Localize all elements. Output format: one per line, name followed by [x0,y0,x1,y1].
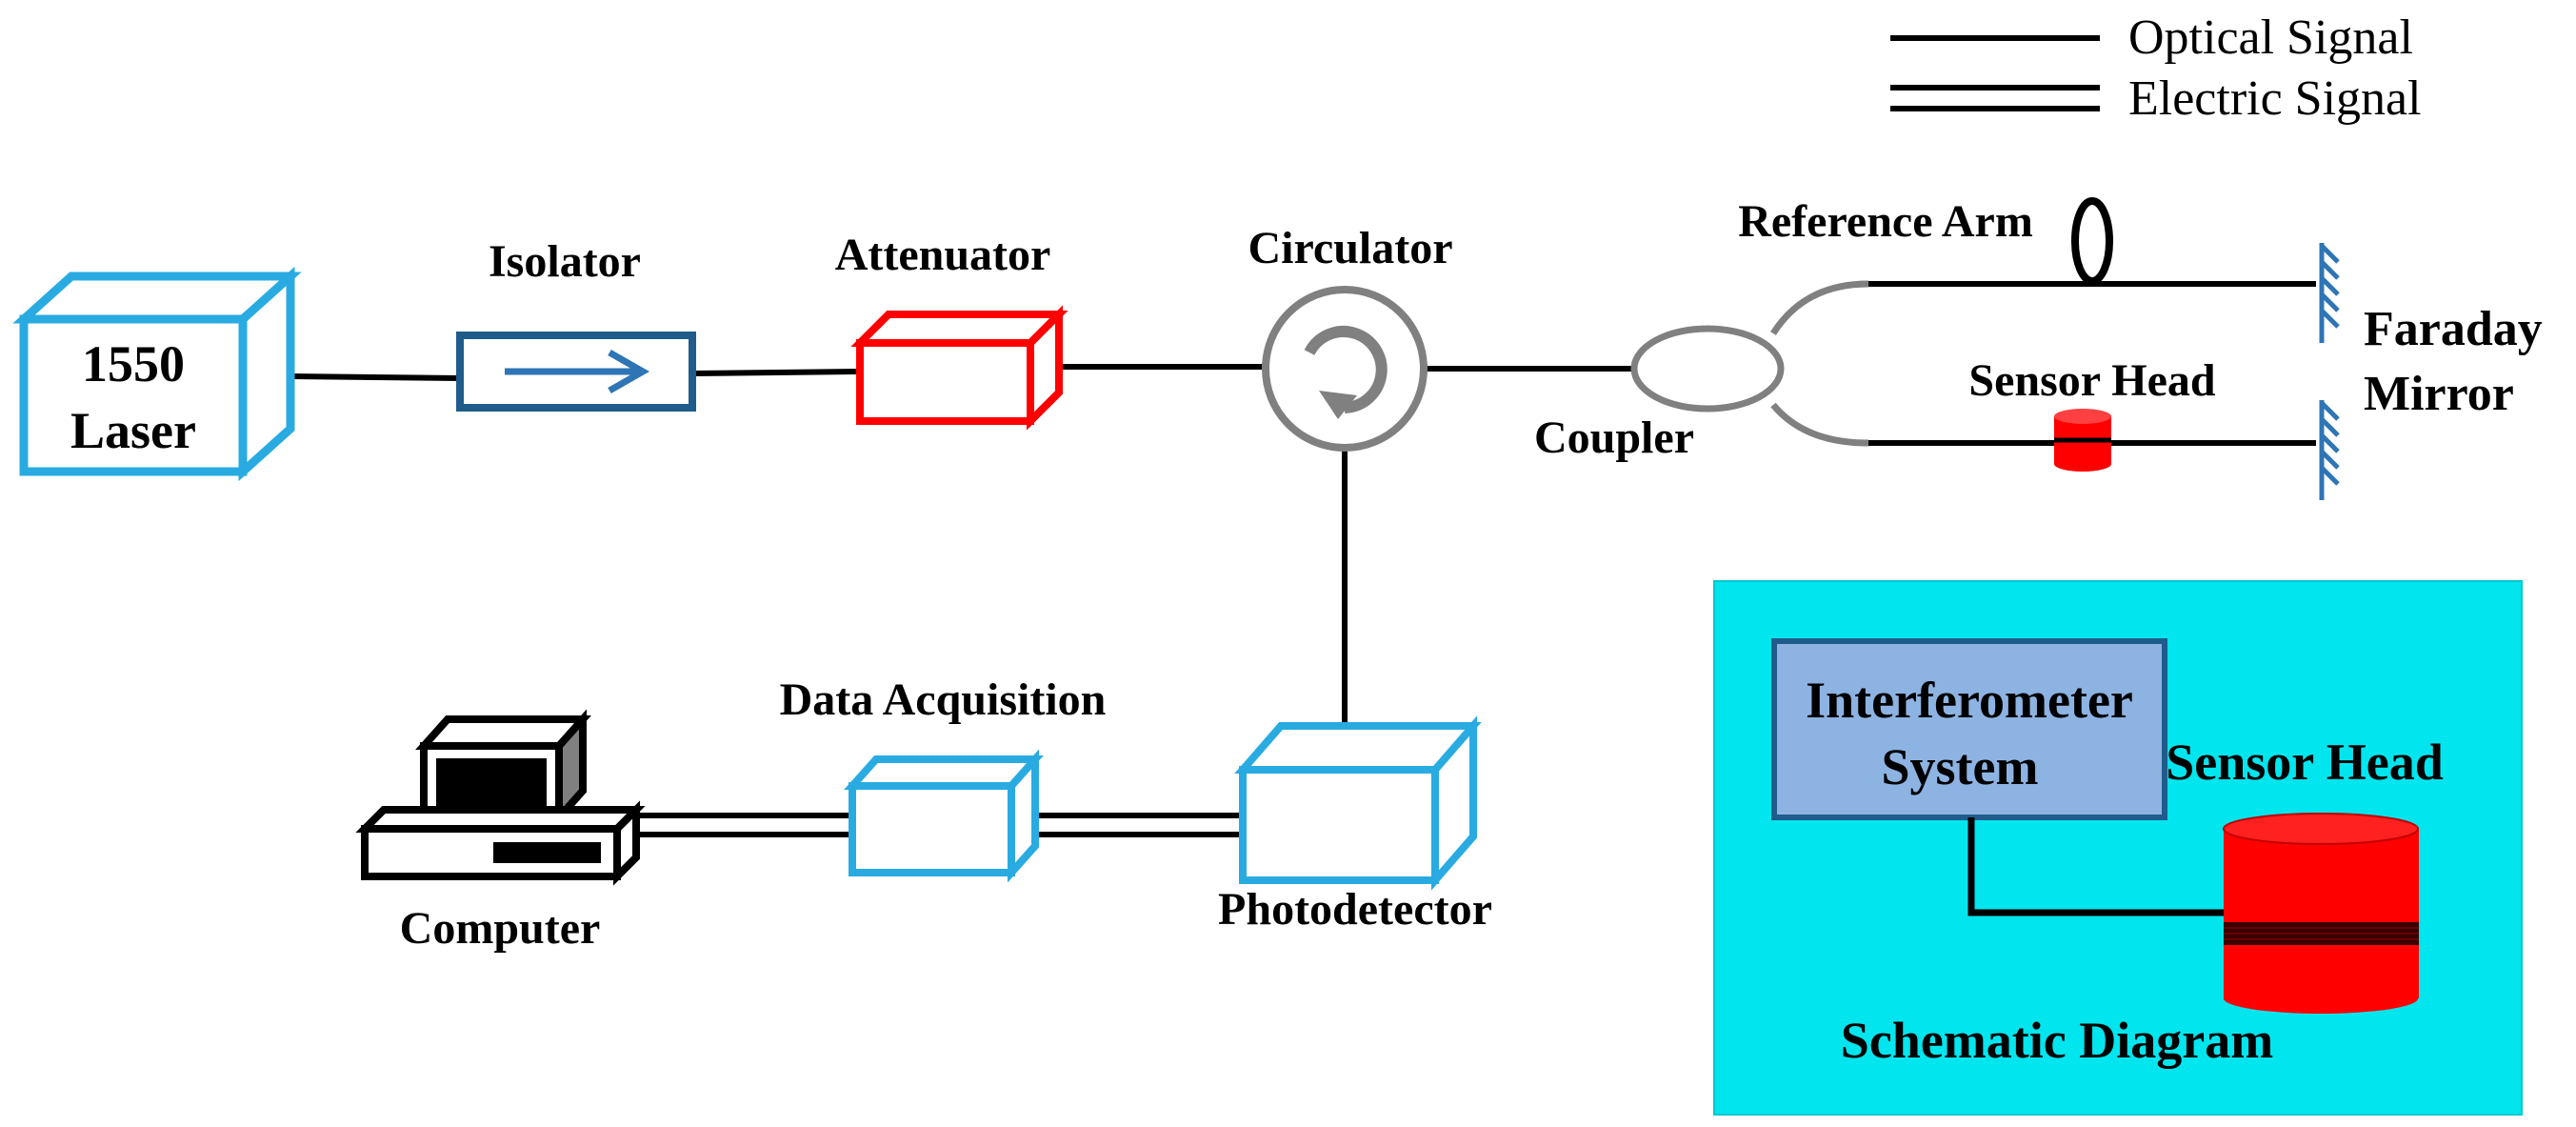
computer-icon [355,709,646,886]
interferometer-system-box [1771,638,2167,820]
daq-top-face [844,755,1044,790]
coupler-branches [1770,280,1869,447]
circulator-label: Circulator [1248,223,1452,273]
computer-screen [436,758,547,809]
daq-front-face [849,782,1015,876]
faraday-mirror-lower [2319,400,2340,500]
faraday-mirror-label-line1: Faraday [2364,302,2543,356]
coupler [1630,325,1785,413]
legend: Optical Signal Electric Signal [1890,10,2422,126]
electric-signal-legend-label: Electric Signal [2128,71,2422,126]
coupler-branch-upper [1770,280,1869,335]
circulator [1262,286,1428,452]
inset-connection-line [1967,817,2224,916]
electric-cables [636,813,1243,837]
optical-signal-legend-label: Optical Signal [2128,10,2413,65]
sensor-head-small-bottom [2054,456,2111,472]
data-acquisition [844,749,1044,883]
laser-label-line2: Laser [70,402,196,459]
attenuator-front-face [856,339,1034,425]
coupler-body [1630,325,1785,413]
circulator-arrowhead-icon [1319,391,1357,419]
fiber-loop-icon [2071,197,2113,285]
isolator-label: Isolator [489,236,641,287]
faraday-mirror-upper [2319,243,2340,343]
sensor-head-large [2223,813,2419,1014]
sensor-head-small-top [2054,409,2111,424]
coupler-branch-lower [1770,402,1869,447]
circulator-rotation-icon [1304,326,1388,413]
computer-label: Computer [400,903,601,954]
circulator-body [1262,286,1428,452]
interferometer-system-label-line1: Interferometer [1806,672,2133,729]
isolator [456,332,696,412]
data-acquisition-label: Data Acquisition [780,674,1107,725]
reference-arm-label: Reference Arm [1738,196,2033,247]
laser-1550 [12,266,302,482]
attenuator-label: Attenuator [835,230,1051,280]
fiber-laser-isolator [290,373,461,381]
schematic-inset: Interferometer System Sensor Head Schema… [1713,580,2523,1116]
sensor-head-label: Sensor Head [1968,355,2215,406]
coupler-label: Coupler [1534,413,1694,463]
laser-label-line1: 1550 [82,335,185,392]
sensor-head-small [2054,409,2111,472]
attenuator-top-face [850,311,1068,347]
sensor-head-large-bottom [2224,983,2418,1014]
isolator-arrow-icon [608,349,650,394]
photodetector-label: Photodetector [1218,884,1492,935]
computer-drive-slot [493,842,601,863]
fiber-isolator-attenuator [691,369,861,376]
attenuator [850,305,1068,431]
sensor-head-large-top [2223,813,2419,845]
faraday-mirror-label-line2: Mirror [2364,367,2514,421]
interferometer-system-label-line2: System [1882,738,2039,795]
schematic-diagram-caption: Schematic Diagram [1841,1012,2273,1069]
photodetector [1234,715,1482,891]
laser-front-face [19,314,248,476]
photodetector-front-face [1239,766,1439,884]
sensor-head-large-body [2224,829,2419,998]
inset-sensor-head-label: Sensor Head [2166,734,2444,791]
